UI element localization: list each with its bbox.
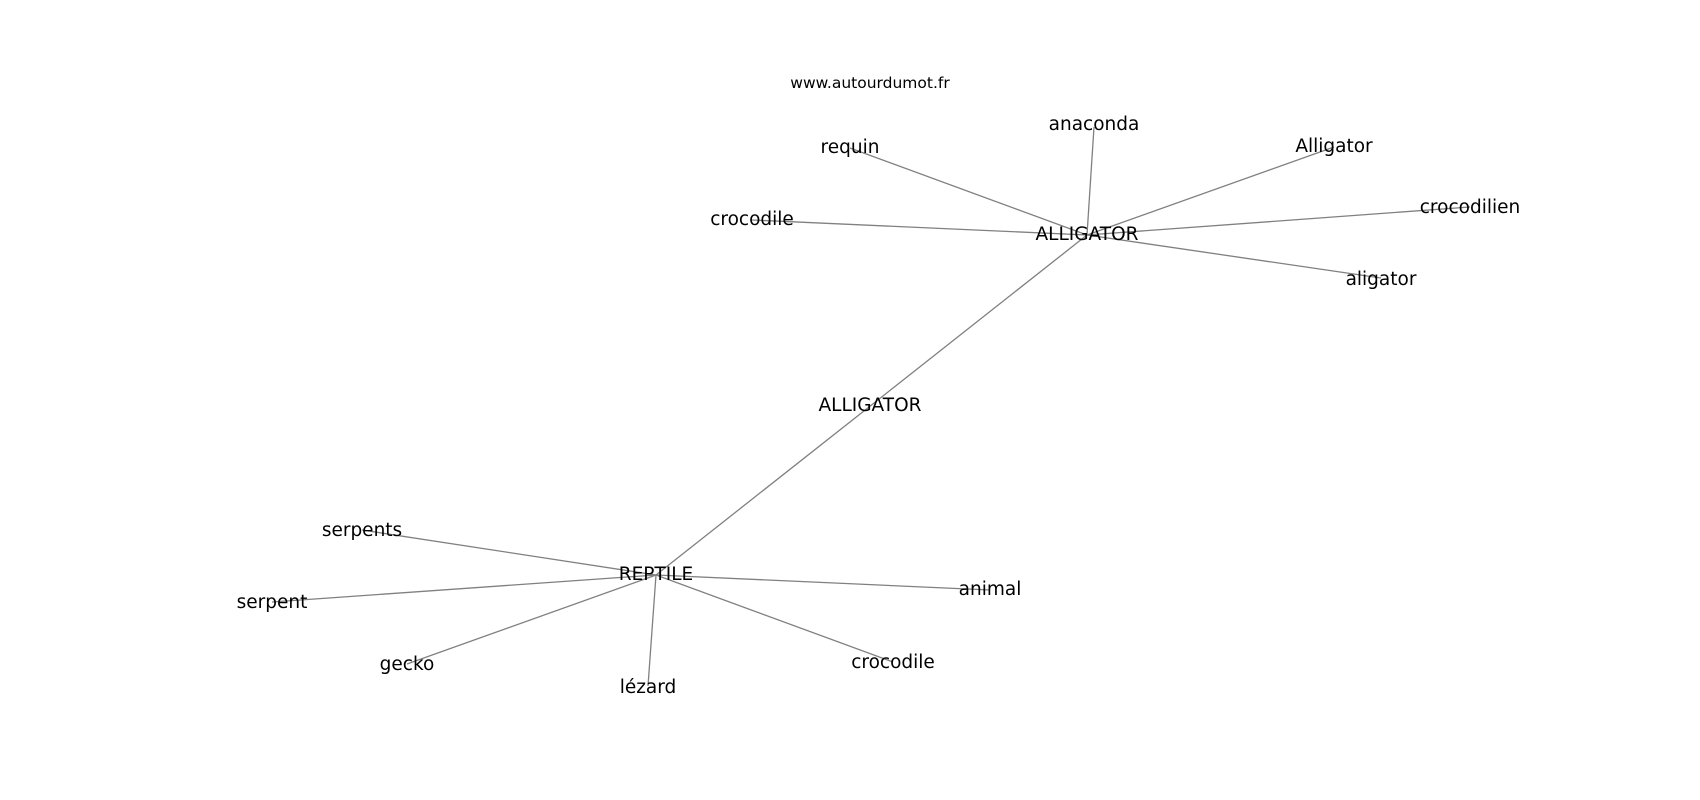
edge-hub-reptile-gecko	[406, 574, 657, 665]
node-label-aligator: aligator	[1346, 269, 1417, 290]
node-label-serpent: serpent	[237, 592, 308, 613]
edge-hub-alligator-requin	[849, 147, 1088, 236]
node-label-alligator-cap: Alligator	[1295, 136, 1373, 157]
node-label-animal: animal	[959, 579, 1022, 600]
edge-hub-reptile-lezard	[647, 574, 657, 687]
node-label-hub-reptile: REPTILE	[619, 564, 693, 585]
edge-hub-alligator-crocodilien	[1086, 206, 1471, 236]
node-label-crocodile-top: crocodile	[710, 209, 794, 230]
node-label-lezard: lézard	[620, 677, 677, 698]
edge-hub-reptile-serpents	[361, 529, 657, 576]
node-label-crocodile-bottom: crocodile	[851, 652, 935, 673]
edge-hub-reptile-animal	[655, 574, 991, 591]
edge-hub-alligator-aligator	[1086, 234, 1382, 279]
edge-hub-alligator-crocodile-top	[751, 219, 1088, 236]
node-label-center: ALLIGATOR	[819, 395, 922, 416]
nodes-layer: ALLIGATOR ALLIGATOR REPTILE requin anacondaA…	[237, 114, 1521, 698]
edge-hub-alligator-hub-reptile	[655, 234, 1088, 576]
edges-layer	[271, 126, 1471, 687]
edge-hub-alligator-anaconda	[1086, 126, 1095, 236]
node-label-requin: requin	[821, 137, 880, 158]
edge-hub-reptile-crocodile-bottom	[655, 574, 894, 663]
watermark-text: www.autourdumot.fr	[790, 74, 950, 92]
edge-hub-alligator-alligator-cap	[1086, 146, 1335, 236]
node-label-crocodilien: crocodilien	[1420, 197, 1520, 218]
node-label-gecko: gecko	[380, 654, 435, 675]
node-label-serpents: serpents	[322, 520, 402, 541]
node-label-hub-alligator: ALLIGATOR	[1036, 224, 1139, 245]
node-label-anaconda: anaconda	[1049, 114, 1140, 135]
edge-hub-reptile-serpent	[271, 574, 657, 603]
